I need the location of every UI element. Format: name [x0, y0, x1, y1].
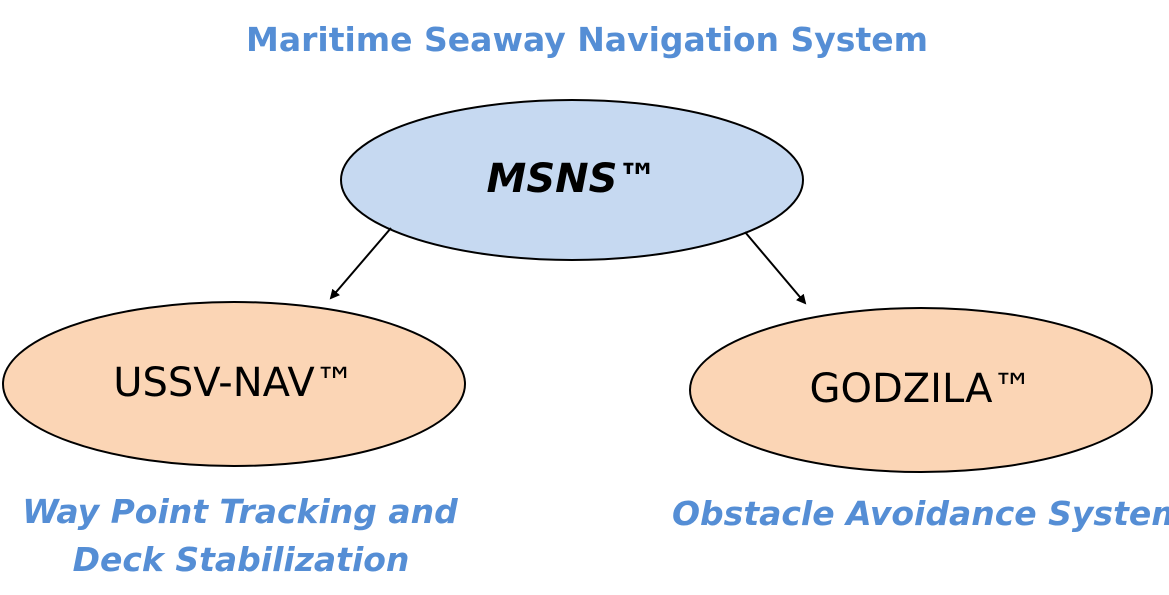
godzila-label: GODZILA™	[809, 366, 1033, 412]
arrow-to-ussv-nav	[329, 227, 392, 300]
ussv-nav-node	[2, 301, 466, 467]
godzila-caption: Obstacle Avoidance System	[672, 494, 1169, 533]
ussv-nav-label: USSV-NAV™	[113, 360, 355, 406]
diagram-title: Maritime Seaway Navigation System	[246, 20, 928, 59]
ussv-nav-caption-line1: Way Point Tracking and	[22, 492, 458, 531]
godzila-node	[689, 307, 1153, 473]
ussv-nav-caption-line2: Deck Stabilization	[72, 540, 410, 579]
arrow-to-godzila	[744, 231, 807, 305]
msns-label: MSNS™	[486, 156, 658, 202]
msns-node	[340, 99, 804, 261]
